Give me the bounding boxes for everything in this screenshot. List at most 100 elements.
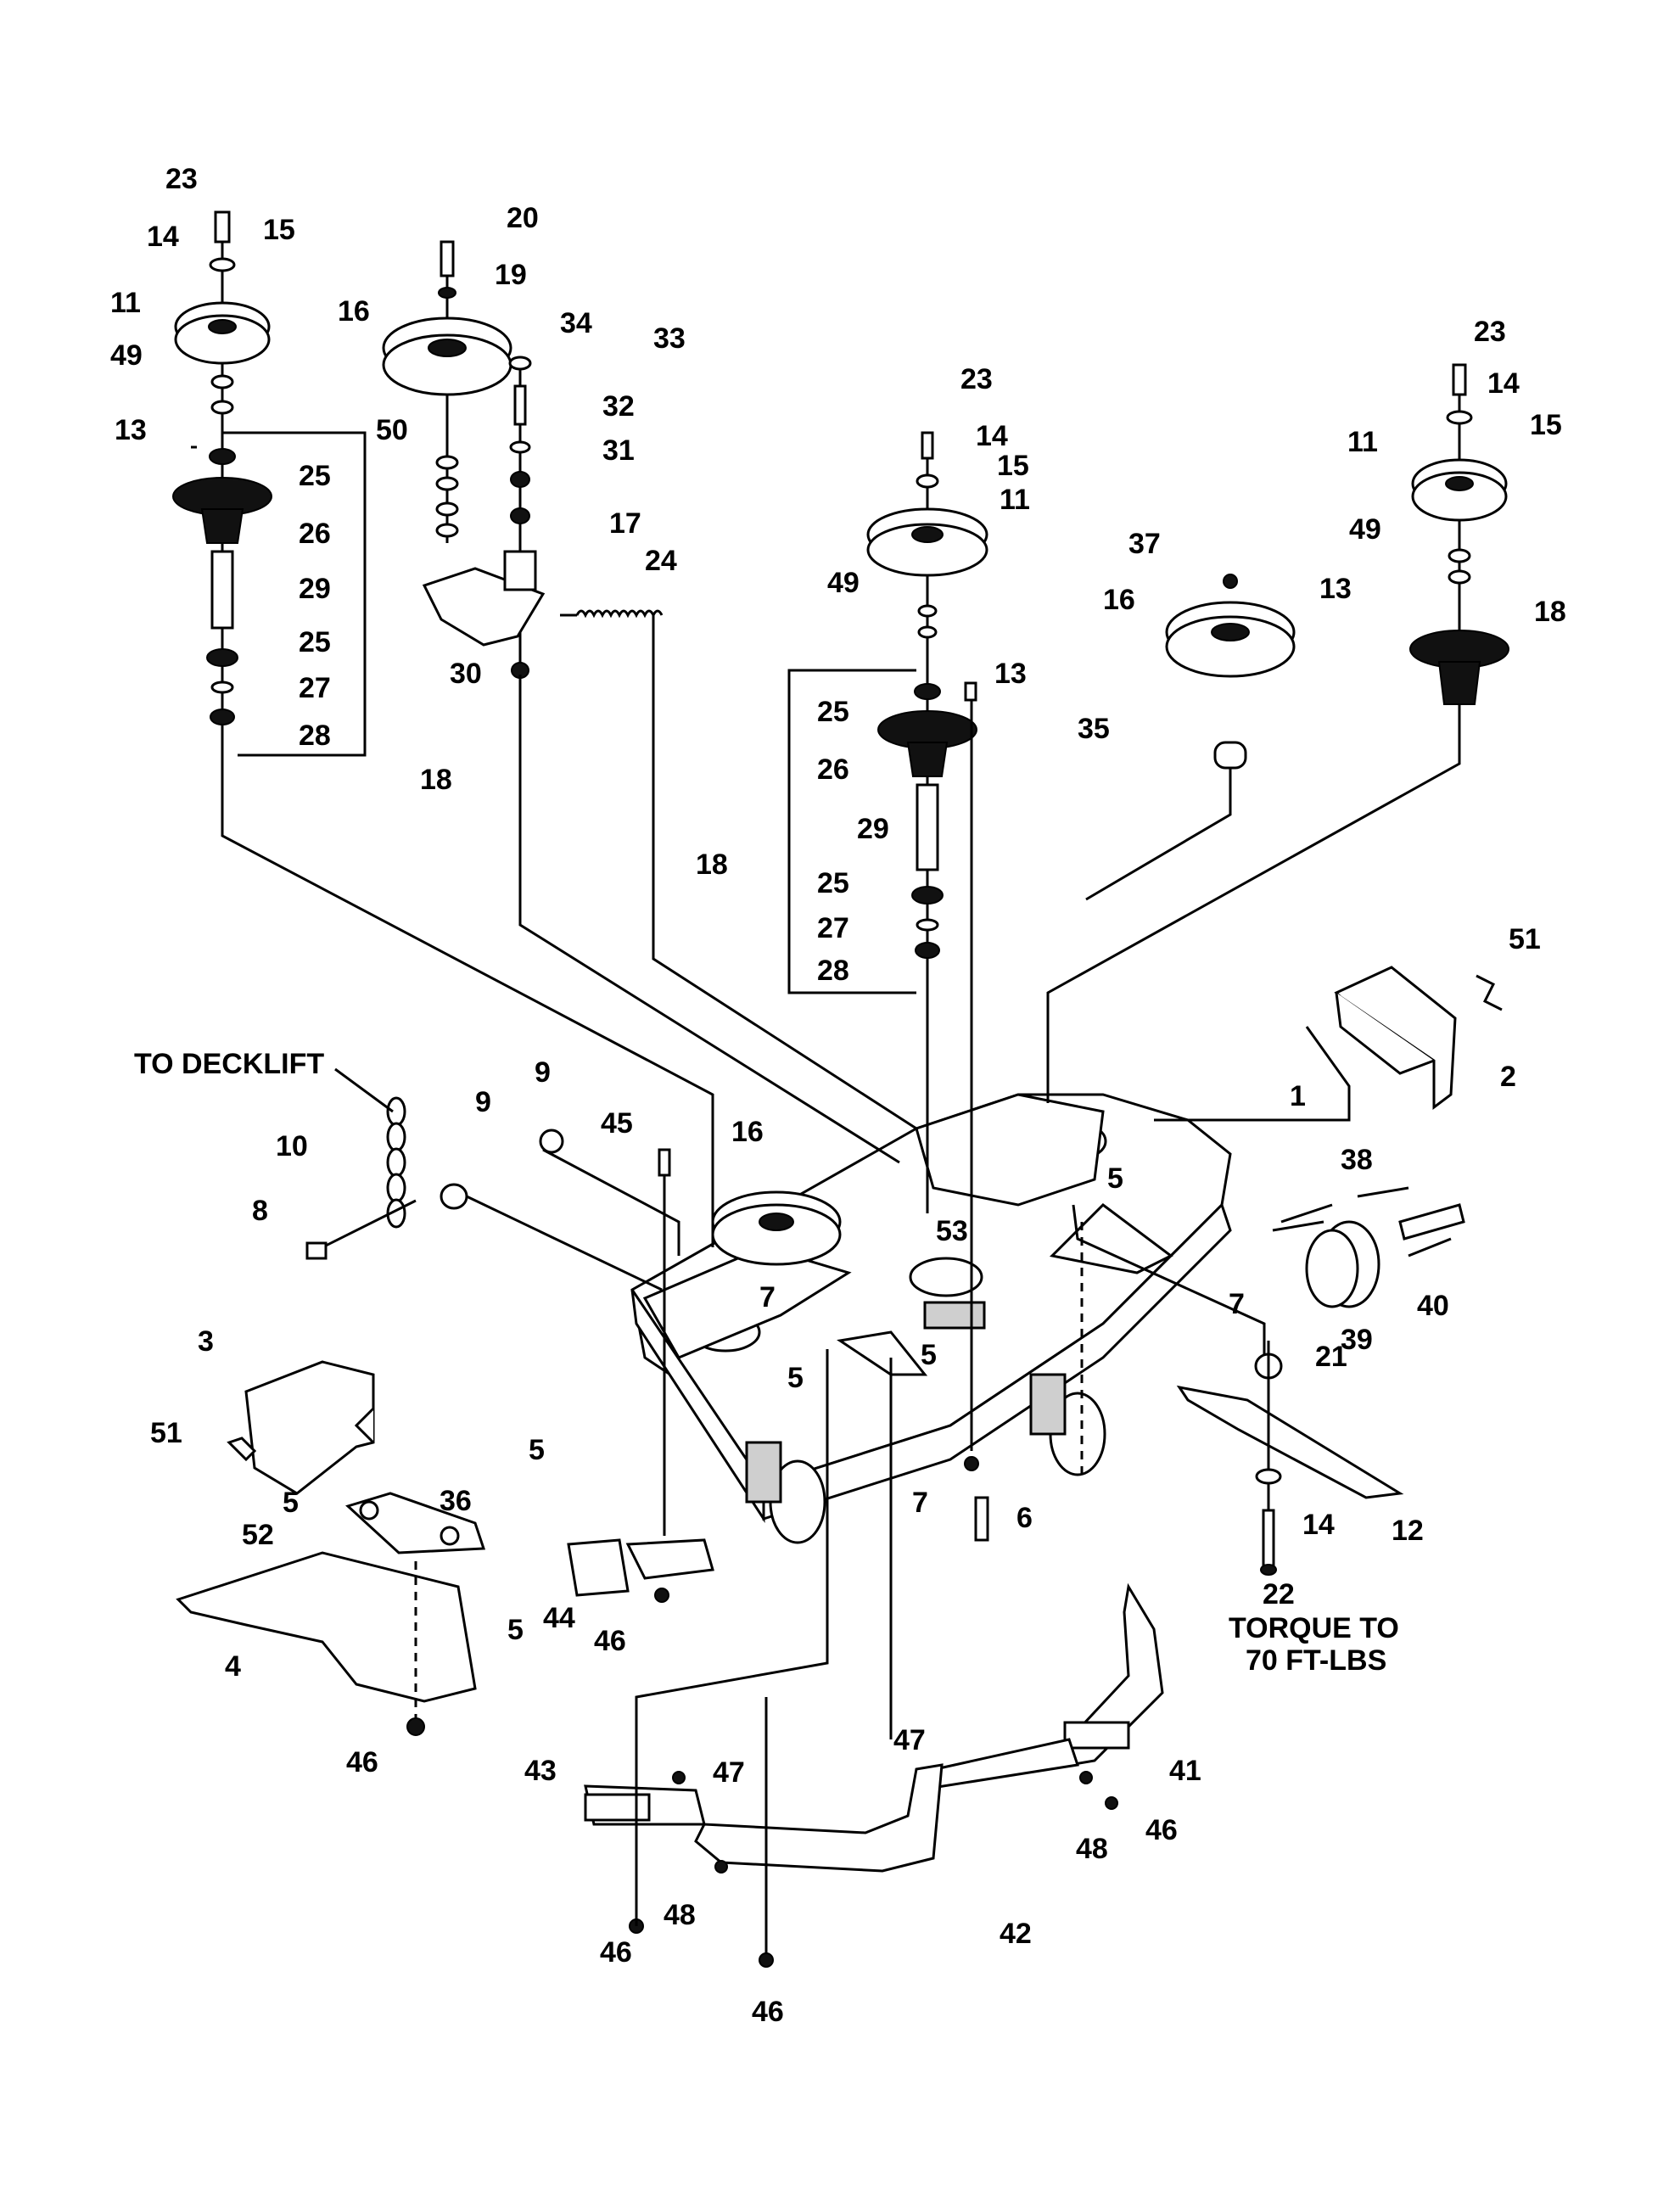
- callout-49: 49: [110, 339, 143, 372]
- center-spindle-assembly: [787, 431, 988, 1324]
- callout-25b: 25: [299, 626, 331, 658]
- callout-9b: 9: [475, 1086, 491, 1118]
- callout-15c: 15: [997, 450, 1029, 482]
- callout-37: 37: [1128, 528, 1161, 560]
- callout-5b: 5: [921, 1339, 937, 1371]
- callout-46a: 46: [346, 1746, 378, 1778]
- rear-wheel: [1272, 1186, 1465, 1308]
- callout-44: 44: [543, 1602, 575, 1634]
- callout-41: 41: [1169, 1755, 1201, 1787]
- callout-25c: 25: [817, 696, 849, 728]
- callout-11c: 11: [1000, 484, 1030, 516]
- callout-5a: 5: [1107, 1162, 1123, 1195]
- callout-22: 22: [1263, 1578, 1295, 1610]
- discharge-chute: [176, 1492, 486, 1736]
- callout-15: 15: [263, 214, 295, 246]
- callout-21: 21: [1315, 1341, 1347, 1373]
- callout-28: 28: [299, 720, 331, 752]
- callout-13c: 13: [994, 658, 1027, 690]
- callout-5d: 5: [529, 1434, 545, 1466]
- callout-26: 26: [299, 518, 331, 550]
- callout-47a: 47: [713, 1756, 745, 1789]
- mower-deck: [630, 1093, 1232, 1544]
- callout-45: 45: [601, 1107, 633, 1140]
- callout-29c: 29: [857, 813, 889, 845]
- callout-5e: 5: [283, 1487, 299, 1519]
- callout-25d: 25: [817, 867, 849, 899]
- callout-14c: 14: [976, 420, 1008, 452]
- callout-7a: 7: [1229, 1288, 1245, 1320]
- callout-33: 33: [653, 322, 686, 355]
- blade-assembly: [1176, 1341, 1404, 1576]
- callout-14: 14: [147, 221, 179, 253]
- callout-46c: 46: [600, 1936, 632, 1969]
- callout-31: 31: [602, 434, 635, 467]
- callout-11: 11: [110, 287, 141, 319]
- callout-30: 30: [450, 658, 482, 690]
- callout-28c: 28: [817, 955, 849, 987]
- callout-51l: 51: [150, 1417, 182, 1449]
- callout-17: 17: [609, 507, 641, 540]
- callout-52: 52: [242, 1519, 274, 1551]
- misc-brackets: [567, 1456, 989, 1603]
- callout-42: 42: [1000, 1918, 1032, 1950]
- callout-3: 3: [198, 1325, 214, 1358]
- callout-48b: 48: [1076, 1833, 1108, 1865]
- callout-23r: 23: [1474, 316, 1506, 348]
- callout-labels: 23 14 15 11 49 13 25 26 29 25 27 28 18 2…: [110, 163, 1566, 2028]
- right-spindle-assembly: [1046, 363, 1509, 1103]
- callout-10: 10: [276, 1130, 308, 1162]
- callout-23: 23: [165, 163, 198, 195]
- baffle-assembly: [584, 1349, 1164, 1968]
- callout-6: 6: [1016, 1502, 1033, 1534]
- callout-11r: 11: [1347, 426, 1378, 458]
- callout-38: 38: [1341, 1144, 1373, 1176]
- note-torque-line1: TORQUE TO: [1229, 1612, 1399, 1644]
- callout-14b: 14: [1302, 1509, 1335, 1541]
- callout-49r: 49: [1349, 513, 1381, 546]
- callout-15r: 15: [1530, 409, 1562, 441]
- chain-and-pin: [305, 1096, 680, 1536]
- callout-16c: 16: [731, 1116, 764, 1148]
- callout-14r: 14: [1487, 367, 1520, 400]
- callout-18r: 18: [1534, 596, 1566, 628]
- callout-7b: 7: [759, 1281, 776, 1313]
- callout-29: 29: [299, 573, 331, 605]
- callout-9a: 9: [535, 1056, 551, 1089]
- callout-5f: 5: [507, 1614, 524, 1646]
- callout-19: 19: [495, 259, 527, 291]
- callout-27: 27: [299, 672, 331, 704]
- callout-16: 16: [338, 295, 370, 328]
- callout-27c: 27: [817, 912, 849, 944]
- callout-4: 4: [225, 1650, 241, 1683]
- callout-13: 13: [115, 414, 147, 446]
- callout-49c: 49: [827, 567, 860, 599]
- callout-26c: 26: [817, 753, 849, 786]
- callout-5c: 5: [787, 1362, 804, 1394]
- callout-7c: 7: [912, 1487, 928, 1519]
- callout-50: 50: [376, 414, 408, 446]
- callout-25: 25: [299, 460, 331, 492]
- callout-51r: 51: [1509, 923, 1541, 955]
- callout-1: 1: [1290, 1080, 1306, 1112]
- note-torque-line2: 70 FT-LBS: [1246, 1644, 1386, 1677]
- callout-18c: 18: [696, 849, 728, 881]
- belt-cover-left: [227, 1360, 375, 1495]
- callout-2: 2: [1500, 1061, 1516, 1093]
- callout-16r: 16: [1103, 584, 1135, 616]
- note-to-decklift: TO DECKLIFT: [134, 1048, 324, 1080]
- callout-8: 8: [252, 1195, 268, 1227]
- callout-23c: 23: [960, 363, 993, 395]
- callout-34: 34: [560, 307, 592, 339]
- callout-35: 35: [1078, 713, 1110, 745]
- callout-20: 20: [507, 202, 539, 234]
- left-spindle-assembly: [172, 210, 367, 757]
- callout-13r: 13: [1319, 573, 1352, 605]
- callout-36: 36: [440, 1485, 472, 1517]
- belt-cover-right: [1154, 966, 1503, 1122]
- callout-43: 43: [524, 1755, 557, 1787]
- callout-12: 12: [1392, 1515, 1424, 1547]
- callout-48a: 48: [664, 1899, 696, 1931]
- callout-40: 40: [1417, 1290, 1449, 1322]
